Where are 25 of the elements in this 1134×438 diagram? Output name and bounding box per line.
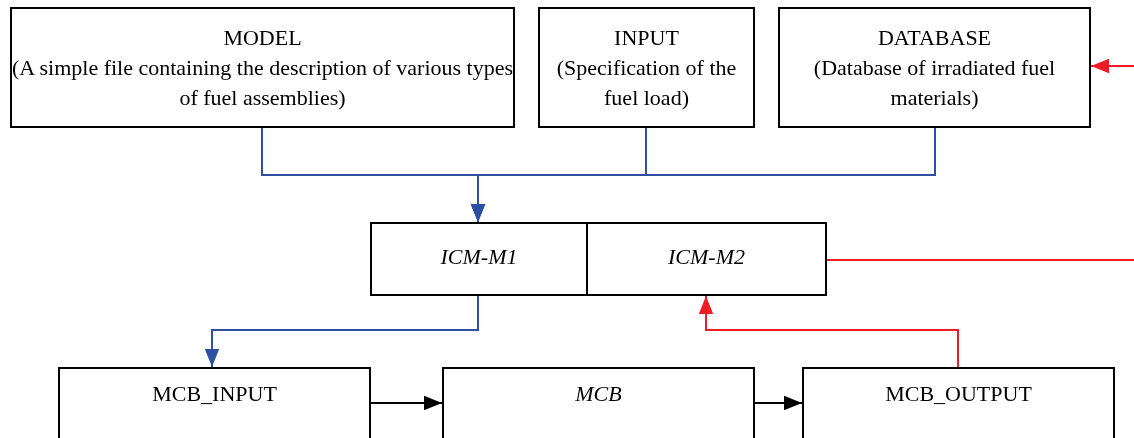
process-box — [538, 7, 755, 128]
box-heading: MCB_OUTPUT — [884, 380, 1033, 408]
arrow — [754, 395, 803, 411]
box-description: (Specification of the fuel load) — [555, 54, 738, 112]
arrow — [698, 295, 959, 368]
box-heading: MCB_INPUT — [151, 380, 278, 408]
box-heading: ICM-M2 — [667, 243, 746, 271]
box-heading: MODEL — [222, 24, 303, 52]
box-description: (A simple file containing the description of various types of fuel assemblies) — [12, 54, 513, 112]
box-heading: MCB — [574, 380, 623, 408]
process-box — [58, 367, 371, 438]
process-box — [10, 7, 515, 128]
arrow — [1090, 58, 1134, 74]
process-box — [586, 222, 827, 296]
arrow — [470, 127, 936, 223]
box-heading: DATABASE — [876, 24, 993, 52]
arrow — [204, 295, 479, 368]
process-box — [802, 367, 1115, 438]
box-heading: INPUT — [613, 24, 680, 52]
process-box — [442, 367, 755, 438]
process-box — [778, 7, 1091, 128]
box-description: (Database of irradiated fuel materials) — [812, 54, 1057, 112]
process-box — [370, 222, 588, 296]
arrow — [370, 395, 443, 411]
box-heading: ICM-M1 — [439, 243, 519, 271]
